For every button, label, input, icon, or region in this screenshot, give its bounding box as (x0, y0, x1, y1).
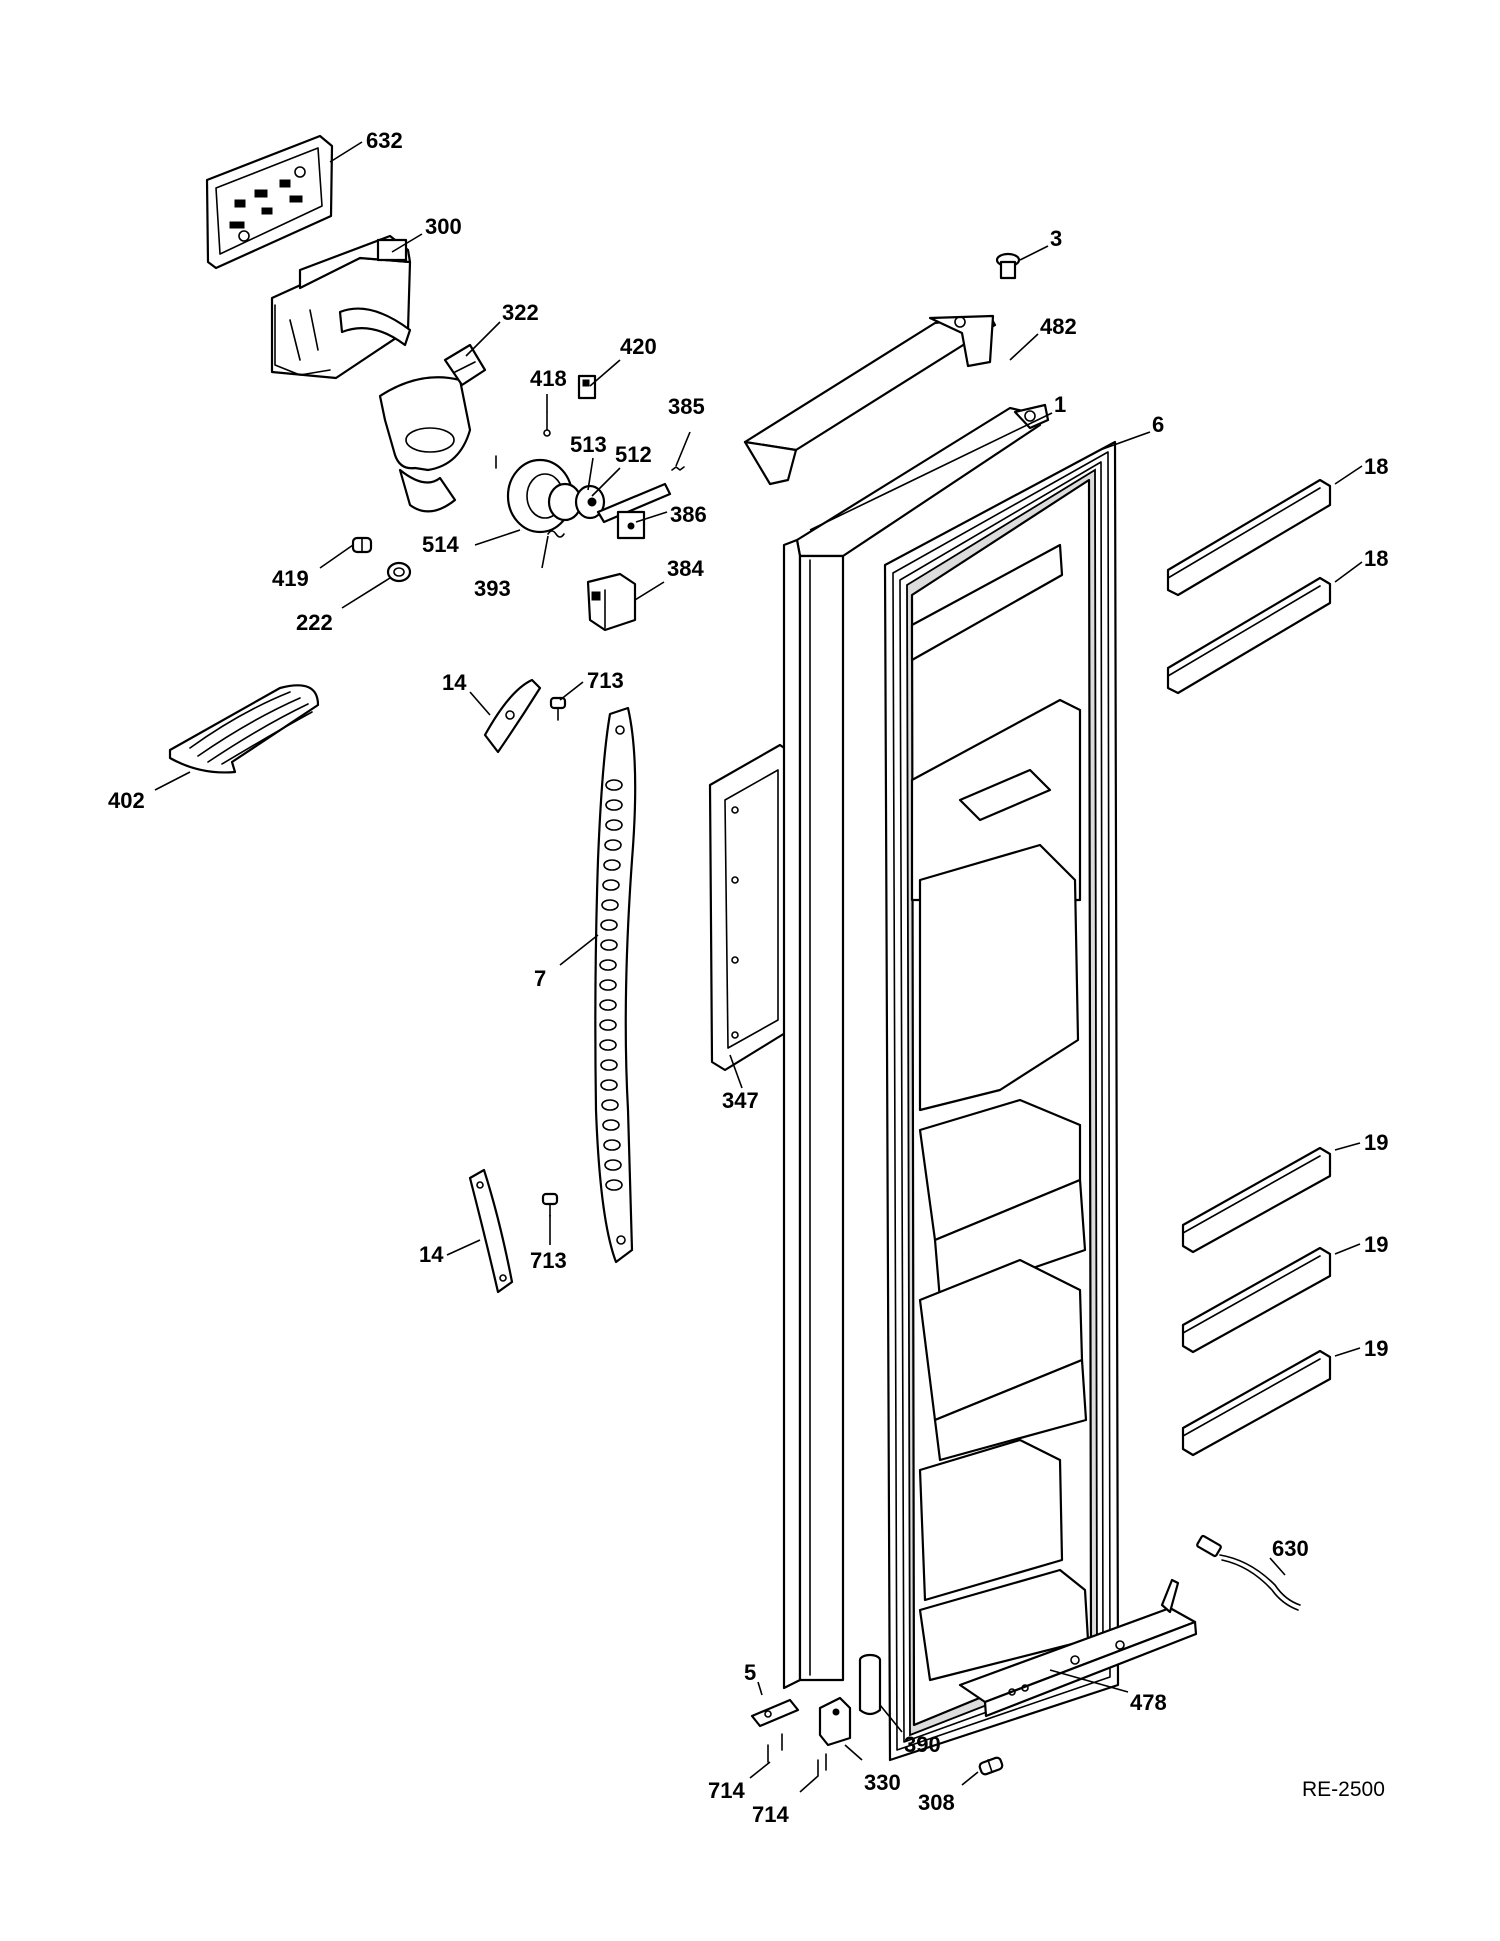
callout-393: 393 (474, 576, 511, 601)
handle-grip-ridges (599, 779, 623, 1191)
part-347-recess-frame (708, 743, 792, 1072)
callout-513: 513 (570, 432, 607, 457)
callout-419: 419 (272, 566, 309, 591)
callout-19-3: 19 (1364, 1336, 1388, 1361)
part-300-dispenser-housing (270, 234, 412, 380)
callout-3: 3 (1050, 226, 1062, 251)
part-14-handle-cap-upper (483, 678, 542, 754)
callout-420: 420 (620, 334, 657, 359)
part-1-outer-door (782, 403, 1050, 1690)
part-222-grommet (386, 561, 412, 583)
callout-390: 390 (904, 1732, 941, 1757)
part-632-control-panel (205, 134, 334, 270)
reference-code: RE-2500 (1302, 1778, 1385, 1801)
callout-14-lower: 14 (419, 1242, 444, 1267)
part-308-cap (978, 1756, 1004, 1776)
part-418-screw (543, 411, 551, 437)
part-402-grille (168, 684, 320, 774)
callout-478: 478 (1130, 1690, 1167, 1715)
part-713-screw-upper (549, 696, 567, 721)
part-384-bracket (586, 572, 637, 632)
callout-7: 7 (534, 966, 546, 991)
part-514-solenoid-door (506, 458, 672, 540)
callout-labels: 632 300 322 420 418 513 512 385 386 514 … (108, 128, 1388, 1827)
part-330-hinge-block (818, 1696, 852, 1747)
callout-322: 322 (502, 300, 539, 325)
callout-347: 347 (722, 1088, 759, 1113)
callout-18-upper: 18 (1364, 454, 1388, 479)
callout-713-upper: 713 (587, 668, 624, 693)
part-3-plug (995, 252, 1021, 280)
part-714-screws (767, 1733, 827, 1777)
part-18-rail-lower (1166, 576, 1332, 695)
part-19-rail-1 (1181, 1146, 1332, 1254)
part-419-fastener (351, 536, 373, 554)
part-390-bushing (858, 1653, 882, 1716)
callout-300: 300 (425, 214, 462, 239)
callout-384: 384 (667, 556, 704, 581)
callout-630: 630 (1272, 1536, 1309, 1561)
callout-514: 514 (422, 532, 459, 557)
callout-308: 308 (918, 1790, 955, 1815)
part-19-rail-3 (1181, 1349, 1332, 1457)
part-420-switch (577, 374, 597, 400)
part-19-rail-2 (1181, 1246, 1332, 1354)
part-14-handle-cap-lower (468, 1168, 514, 1294)
callout-713-lower: 713 (530, 1248, 567, 1273)
callout-330: 330 (864, 1770, 901, 1795)
part-7-door-handle (594, 706, 637, 1264)
callout-6: 6 (1152, 412, 1164, 437)
callout-386: 386 (670, 502, 707, 527)
part-5-bracket (750, 1698, 800, 1728)
callout-482: 482 (1040, 314, 1077, 339)
part-322-ice-chute (378, 343, 487, 513)
part-713-screw-lower (541, 1192, 559, 1217)
callout-632: 632 (366, 128, 403, 153)
part-630-wire-harness (1196, 1534, 1301, 1611)
callout-714-lower: 714 (752, 1802, 789, 1827)
callout-18-lower: 18 (1364, 546, 1388, 571)
part-385-spring (671, 466, 685, 471)
part-482-door-cap (743, 314, 997, 486)
callout-19-1: 19 (1364, 1130, 1388, 1155)
callout-714-upper: 714 (708, 1778, 745, 1803)
callout-19-2: 19 (1364, 1232, 1388, 1257)
callout-385: 385 (668, 394, 705, 419)
leader-lines (154, 141, 1363, 1793)
callout-5: 5 (744, 1660, 756, 1685)
callout-402: 402 (108, 788, 145, 813)
part-18-rail-upper (1166, 478, 1332, 597)
door-liner (906, 468, 1098, 1737)
part-393-spring (547, 530, 565, 538)
callout-418: 418 (530, 366, 567, 391)
callout-14-upper: 14 (442, 670, 467, 695)
callout-222: 222 (296, 610, 333, 635)
callout-512: 512 (615, 442, 652, 467)
callout-1: 1 (1054, 392, 1066, 417)
part-478-bottom-hinge (958, 1578, 1198, 1718)
